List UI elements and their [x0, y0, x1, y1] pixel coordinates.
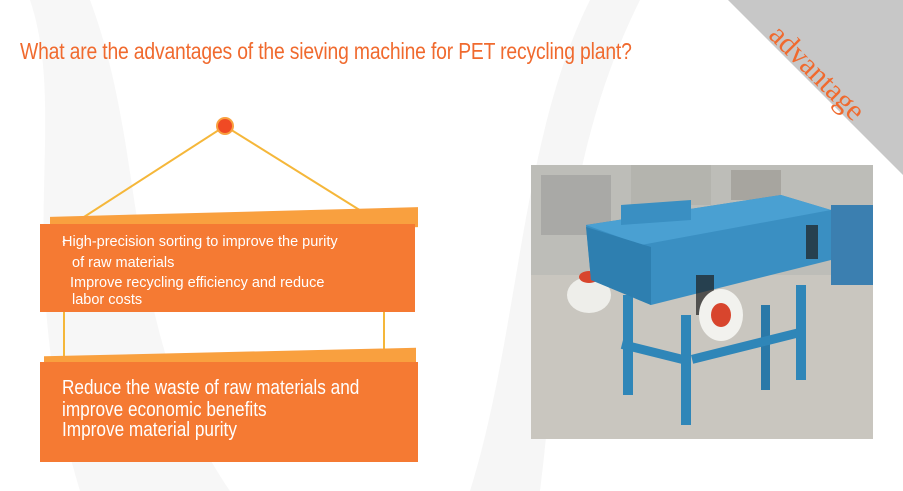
sign-bottom-line-1: Reduce the waste of raw materials and [62, 377, 360, 399]
bullet-icon: ‹ [62, 234, 66, 248]
page-title: What are the advantages of the sieving m… [20, 38, 632, 64]
sign-top: High-precision sorting to improve the pu… [40, 224, 415, 312]
sign-top-line-3: Improve recycling efficiency and reduce [70, 275, 325, 291]
sign-bottom: Reduce the waste of raw materials and im… [40, 362, 418, 462]
sign-top-line-1: High-precision sorting to improve the pu… [62, 234, 338, 250]
sign-bottom-line-3: Improve material purity [62, 419, 237, 441]
sieving-machine-illustration [531, 165, 873, 439]
sign-top-line-4: labor costs [72, 292, 143, 308]
sign-top-line-2: of raw materials [72, 255, 175, 271]
product-photo [531, 165, 873, 439]
sign-bottom-line-2: improve economic benefits [62, 399, 267, 421]
hanging-pin-icon [218, 119, 232, 133]
